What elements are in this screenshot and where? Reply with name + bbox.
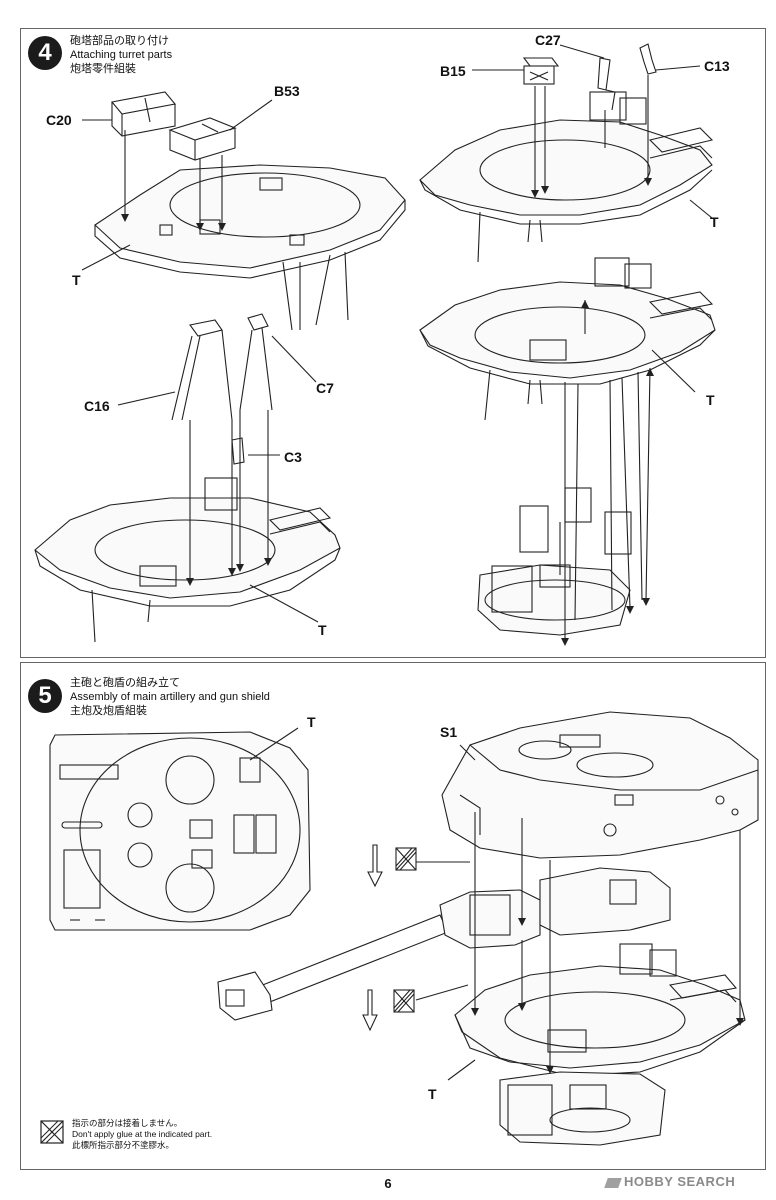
c7-part	[239, 313, 273, 411]
label-c16: C16	[84, 398, 110, 414]
label-c3: C3	[284, 449, 302, 465]
step-4-title-en: Attaching turret parts	[70, 49, 173, 61]
turret-floor-middle-left	[34, 477, 341, 643]
label-c13: C13	[704, 58, 730, 74]
glue-note-en: Don't apply glue at the indicated part.	[72, 1129, 213, 1139]
step-5-title-en: Assembly of main artillery and gun shiel…	[70, 691, 270, 703]
step-5-title-cn: 主炮及炮盾組裝	[70, 705, 147, 717]
c27-part	[597, 57, 616, 111]
label-c7: C7	[316, 380, 334, 396]
watermark-text: HOBBY SEARCH	[624, 1174, 736, 1189]
turret-top-view	[49, 731, 311, 931]
turret-basket	[477, 487, 632, 636]
label-b53: B53	[274, 83, 300, 99]
step-5-arrowheads	[471, 918, 744, 1074]
label-c27: C27	[535, 32, 561, 48]
turret-floor-top-left	[94, 164, 406, 331]
page-number: 6	[384, 1176, 392, 1191]
turret-floor-top-right	[419, 91, 714, 263]
main-gun	[217, 867, 671, 1021]
glue-note-jp: 指示の部分は接着しません。	[72, 1118, 183, 1128]
b53-part	[168, 117, 237, 161]
no-glue-icon	[40, 1120, 64, 1144]
turret-floor-middle-right	[419, 257, 716, 421]
step-5-title: 主砲と砲盾の組み立て Assembly of main artillery an…	[70, 676, 270, 718]
step-4-badge: 4	[28, 36, 62, 70]
label-t-top: T	[307, 714, 316, 730]
turret-bottom-assembly	[454, 943, 746, 1146]
label-c20: C20	[46, 112, 72, 128]
step-4-title-jp: 砲塔部品の取り付け	[70, 35, 169, 47]
step-4-title-cn: 炮塔零件組裝	[70, 63, 136, 75]
c20-part	[110, 91, 177, 137]
step-5-title-jp: 主砲と砲盾の組み立て	[70, 677, 180, 689]
step-4-title: 砲塔部品の取り付け Attaching turret parts 炮塔零件組裝	[70, 34, 172, 76]
label-t-bottom: T	[428, 1086, 437, 1102]
c3-part	[231, 437, 245, 465]
label-t-1: T	[72, 272, 81, 288]
c16-part	[171, 319, 233, 421]
watermark: HOBBY SEARCH	[604, 1174, 736, 1189]
label-b15: B15	[440, 63, 466, 79]
label-s1: S1	[440, 724, 458, 740]
b15-part	[522, 57, 560, 85]
glue-note-text: 指示の部分は接着しません。 Don't apply glue at the in…	[72, 1118, 212, 1151]
hobby-search-logo-icon	[604, 1177, 622, 1188]
glue-note-cn: 此標所指示部分不塗膠水。	[72, 1140, 175, 1150]
c13-part	[639, 43, 657, 75]
label-t-4: T	[706, 392, 715, 408]
label-t-3: T	[318, 622, 327, 638]
step-5-badge: 5	[28, 679, 62, 713]
step-4-arrowheads	[121, 178, 654, 646]
label-t-2: T	[710, 214, 719, 230]
s1-turret-shell	[441, 711, 759, 859]
